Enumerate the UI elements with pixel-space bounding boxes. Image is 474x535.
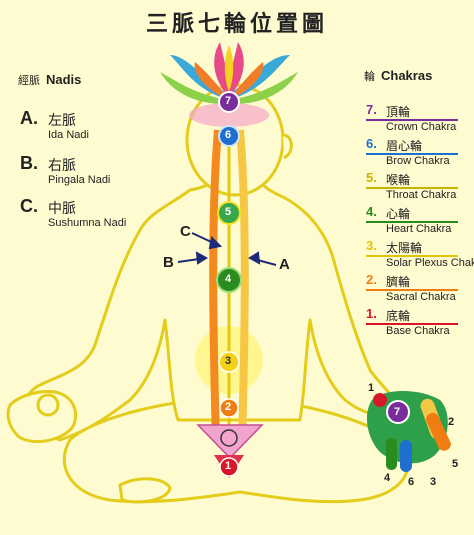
nadi-en-c: Sushumna Nadi <box>48 217 127 229</box>
body-outline <box>6 83 410 504</box>
chakra-legend-number-3: 3. <box>366 238 377 253</box>
nadi-cn-b: 右脈 <box>48 158 76 174</box>
diagram-title: 三脈七輪位置圖 <box>145 11 328 37</box>
chakra-legend-number-6: 6. <box>366 136 377 151</box>
chakra-legend-cn-4: 心輪 <box>386 207 411 221</box>
kundalini-spiral <box>220 429 238 447</box>
chakra-number-1: 1 <box>225 460 232 472</box>
chakra-number-7: 7 <box>225 95 232 107</box>
chakra-legend-en-5: Throat Chakra <box>386 189 457 201</box>
nadi-letter-c: C. <box>20 196 38 216</box>
hand-number-3: 3 <box>430 476 437 488</box>
hand-number-1: 1 <box>368 382 375 394</box>
chakra-legend-underline-7 <box>366 119 458 121</box>
chakra-marker-7 <box>218 91 240 113</box>
chakra-legend-number-4: 4. <box>366 204 377 219</box>
nadi-en-a: Ida Nadi <box>48 129 89 141</box>
chakra-legend-cn-1: 底輪 <box>386 309 411 323</box>
chakra-marker-1 <box>219 457 239 477</box>
hand-number-5: 5 <box>452 458 459 470</box>
chakra-legend-en-6: Brow Chakra <box>386 155 450 167</box>
chakra-legend-cn-6: 眉心輪 <box>386 139 423 153</box>
channel-pointers <box>177 232 277 266</box>
chakra-marker-2 <box>219 398 239 418</box>
chakra-legend-number-7: 7. <box>366 102 377 117</box>
left-channel-ida <box>209 129 222 441</box>
chakra-markers <box>216 91 242 477</box>
right-hand-chakra-map <box>366 391 451 472</box>
chakra-legend-en-2: Sacral Chakra <box>386 291 456 303</box>
chakra-legend-en-4: Heart Chakra <box>386 223 452 235</box>
chakra-legend-en-1: Base Chakra <box>386 325 450 337</box>
hand-number-2: 2 <box>448 416 455 428</box>
chakras-heading-cn: 輪 <box>364 71 375 83</box>
channel-label-a: A <box>279 256 290 273</box>
nadis-heading: 經脈 Nadis <box>18 72 81 88</box>
nadi-en-b: Pingala Nadi <box>48 174 111 186</box>
chakra-number-6: 6 <box>225 129 232 141</box>
crown-halo <box>189 103 269 127</box>
chakra-legend-underline-4 <box>366 221 458 223</box>
channel-label-c: C <box>180 223 191 240</box>
chakra-legend-underline-5 <box>366 187 458 189</box>
hand-number-6: 6 <box>408 476 415 488</box>
chakra-legend-cn-5: 喉輪 <box>386 173 411 187</box>
chakras-heading-en: Chakras <box>381 68 433 83</box>
nadi-cn-a: 左脈 <box>48 113 76 129</box>
chakra-legend-cn-2: 臍輪 <box>386 275 411 289</box>
chakras-heading: 輪 Chakras <box>364 68 432 84</box>
nadi-cn-c: 中脈 <box>48 201 76 217</box>
nadi-letter-a: A. <box>20 108 38 128</box>
chakra-legend-underline-2 <box>366 289 458 291</box>
chakra-legend-number-1: 1. <box>366 306 377 321</box>
sacral-triangle <box>196 424 264 460</box>
chakra-legend-en-7: Crown Chakra <box>386 121 457 133</box>
chakra-legend-underline-6 <box>366 153 458 155</box>
hand-number-4: 4 <box>384 472 391 484</box>
chakra-legend-underline-3 <box>366 255 458 257</box>
chakra-number-4: 4 <box>225 273 232 285</box>
chakra-marker-6 <box>218 125 240 147</box>
right-channel-pingala <box>236 129 249 441</box>
chakra-number-5: 5 <box>225 206 232 218</box>
nadis-heading-en: Nadis <box>46 72 82 87</box>
chakra-legend-number-2: 2. <box>366 272 377 287</box>
nadi-letter-b: B. <box>20 153 38 173</box>
chakra-legend-number-5: 5. <box>366 170 377 185</box>
hand-number-7: 7 <box>394 406 401 418</box>
chakra-legend-cn-3: 太陽輪 <box>386 241 423 255</box>
chakra-marker-4 <box>216 267 242 293</box>
chakra-number-3: 3 <box>225 355 232 367</box>
chakra-legend-cn-7: 頂輪 <box>386 105 411 119</box>
chakra-legend-en-3: Solar Plexus Chakra <box>386 257 474 269</box>
nadis-heading-cn: 經脈 <box>18 75 40 87</box>
chakra-marker-5 <box>217 201 241 225</box>
chakra-marker-3 <box>218 351 240 373</box>
chakra-number-2: 2 <box>225 401 232 413</box>
channel-label-b: B <box>163 254 174 271</box>
chakra-legend-underline-1 <box>366 323 458 325</box>
